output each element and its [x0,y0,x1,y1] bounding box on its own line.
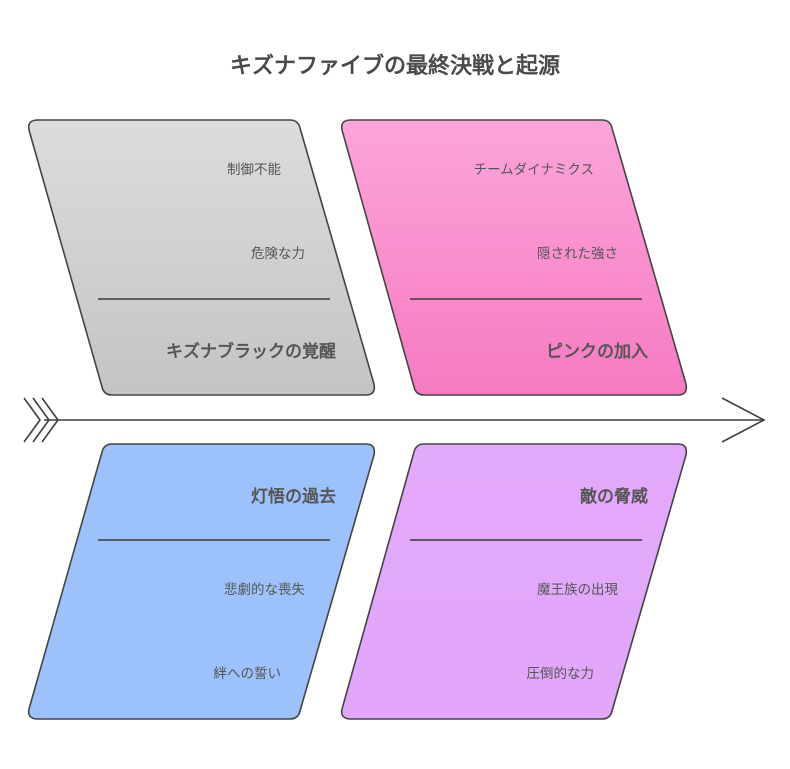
item-purple-1: 魔王族の出現 [537,582,618,598]
item-purple-2: 圧倒的な力 [526,666,595,682]
heading-purple: 敵の脅威 [580,487,648,507]
item-gray-1: 制御不能 [227,162,281,178]
item-pink-1: チームダイナミクス [473,162,594,178]
diagram-title: キズナファイブの最終決戦と起源 [229,54,560,79]
category-box-gray [27,119,376,396]
heading-pink: ピンクの加入 [546,342,648,362]
item-gray-2: 危険な力 [251,246,305,262]
item-blue-2: 絆への誓い [213,666,282,682]
item-blue-1: 悲劇的な喪失 [224,582,305,598]
heading-gray: キズナブラックの覚醒 [166,342,336,362]
heading-blue: 灯悟の過去 [251,487,336,507]
category-box-pink [340,119,688,396]
item-pink-2: 隠された強さ [537,246,618,262]
category-box-blue [27,443,376,720]
category-box-purple [340,443,688,720]
spine-arrow [23,397,766,443]
